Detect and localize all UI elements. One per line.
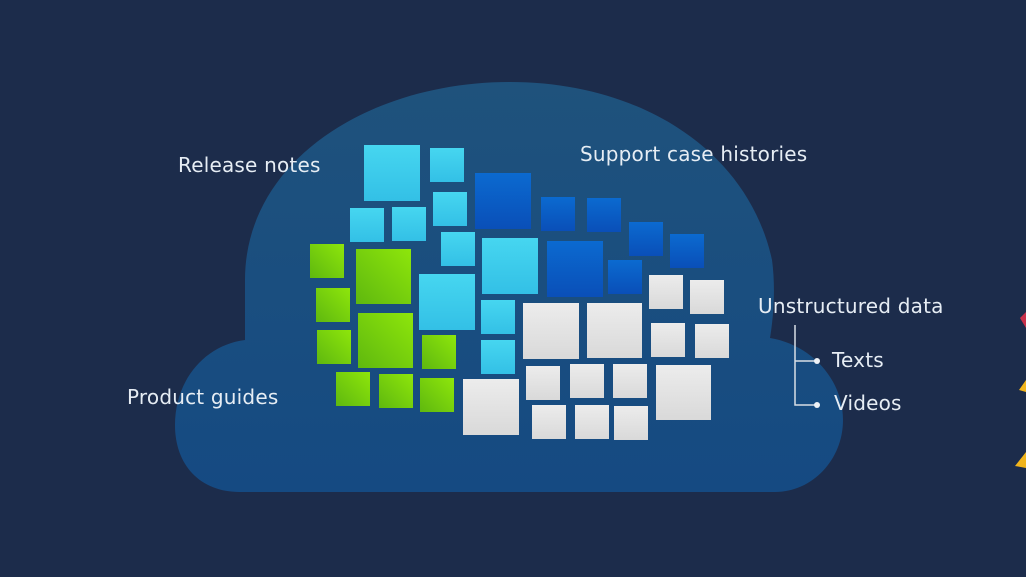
unstructured-data-tile xyxy=(614,406,648,440)
product-guide-tile xyxy=(336,372,370,406)
unstructured-data-tile xyxy=(575,405,609,439)
videos-bullet xyxy=(814,402,820,408)
product-guide-tile xyxy=(317,330,351,364)
unstructured-data-tile xyxy=(587,303,642,358)
support-case-tile xyxy=(629,222,663,256)
support-case-histories-label: Support case histories xyxy=(580,142,808,166)
release-notes-label: Release notes xyxy=(178,153,321,177)
release-notes-tile xyxy=(481,300,515,334)
tree-connector xyxy=(794,325,817,406)
product-guide-tile xyxy=(358,313,413,368)
release-notes-tile xyxy=(364,145,420,201)
support-case-tile xyxy=(541,197,575,231)
unstructured-data-tile xyxy=(649,275,683,309)
product-guide-tile xyxy=(422,335,456,369)
texts-label: Texts xyxy=(832,348,884,372)
release-notes-tile xyxy=(441,232,475,266)
unstructured-data-tile xyxy=(613,364,647,398)
partial-red-emoji xyxy=(1020,312,1026,328)
product-guide-tile xyxy=(316,288,350,322)
support-case-tile xyxy=(608,260,642,294)
texts-bullet xyxy=(814,358,820,364)
support-case-tile xyxy=(547,241,603,297)
product-guide-tile xyxy=(310,244,344,278)
unstructured-data-tile xyxy=(463,379,519,435)
support-case-tile xyxy=(475,173,531,229)
release-notes-tile xyxy=(430,148,464,182)
unstructured-data-tile xyxy=(651,323,685,357)
release-notes-tile xyxy=(481,340,515,374)
product-guide-tile xyxy=(420,378,454,412)
videos-label: Videos xyxy=(834,391,902,415)
support-case-tile xyxy=(587,198,621,232)
unstructured-data-label: Unstructured data xyxy=(758,294,944,318)
unstructured-data-tile xyxy=(570,364,604,398)
product-guides-label: Product guides xyxy=(127,385,279,409)
product-guide-tile xyxy=(379,374,413,408)
unstructured-data-tile xyxy=(690,280,724,314)
partial-yellow-emoji-2 xyxy=(1015,452,1026,468)
release-notes-tile xyxy=(350,208,384,242)
unstructured-data-tile xyxy=(656,365,711,420)
release-notes-tile xyxy=(482,238,538,294)
release-notes-tile xyxy=(392,207,426,241)
release-notes-tile xyxy=(419,274,475,330)
unstructured-data-tile xyxy=(523,303,579,359)
unstructured-data-tile xyxy=(695,324,729,358)
support-case-tile xyxy=(670,234,704,268)
unstructured-data-tile xyxy=(526,366,560,400)
unstructured-data-tile xyxy=(532,405,566,439)
partial-yellow-emoji xyxy=(1019,380,1026,392)
release-notes-tile xyxy=(433,192,467,226)
product-guide-tile xyxy=(356,249,411,304)
